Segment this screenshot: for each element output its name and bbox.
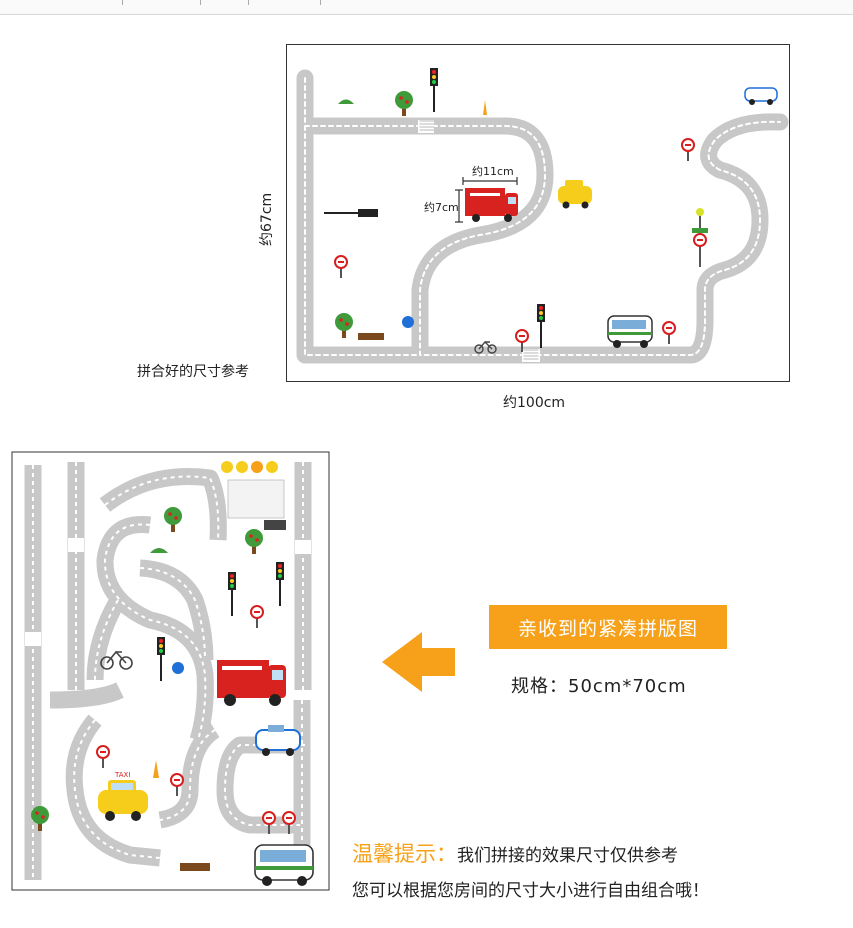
tip-prefix: 温馨提示： [352,842,457,866]
truck-height-label: 约7cm [424,201,459,214]
sheet-layout-thumbnail [227,479,285,519]
top-bike-icon [474,340,497,354]
top-road-network [296,69,789,364]
sheet-fire-truck-icon [217,660,286,706]
sheet-ambulance-icon [254,844,314,886]
sheet-police-car-icon [255,725,301,756]
sheet-mini-icons [221,461,278,473]
tip-line-2: 您可以根据您房间的尺寸大小进行自由组合哦！ [352,881,709,901]
top-signpost-icon [692,208,708,267]
top-browser-strip [0,0,853,15]
barcode-icon [264,520,286,530]
sheet-props: TAXI [31,461,314,886]
top-police-car-icon [744,87,778,105]
top-fire-truck-icon [465,188,518,222]
top-ambulance-icon [607,315,653,348]
assembled-size-caption: 拼合好的尺寸参考 [137,364,249,380]
taxi-sign-text: TAXI [114,771,130,779]
top-taxi-icon [558,180,592,209]
tip-line-1: 温馨提示：我们拼接的效果尺寸仅供参考 [352,838,678,868]
left-arrow-icon [382,632,455,692]
sheet-road-pieces [24,462,312,880]
spec-label: 规格：50cm*70cm [511,676,687,697]
height-dimension-label: 约67cm [259,192,275,246]
top-props [324,68,778,354]
compact-layout-banner: 亲收到的紧凑拼版图 [489,605,727,649]
width-dimension-label: 约100cm [503,395,566,411]
sheet-taxi-icon: TAXI [98,771,148,821]
tip-text-1: 我们拼接的效果尺寸仅供参考 [457,846,678,866]
sheet-bike-icon [100,650,133,670]
truck-width-label: 约11cm [472,165,514,178]
